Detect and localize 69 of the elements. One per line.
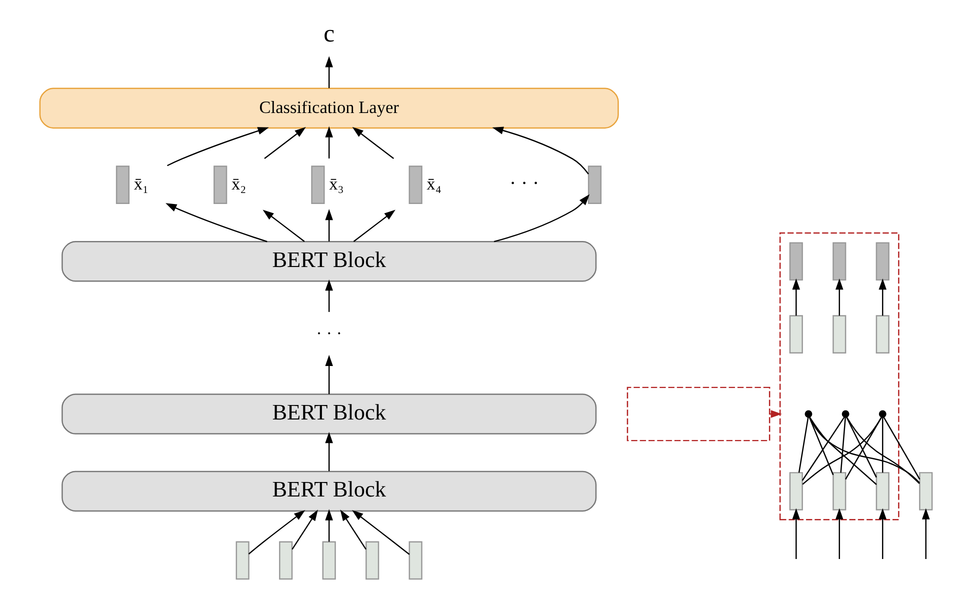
arrow [352, 127, 394, 159]
node-bar [366, 541, 380, 580]
node-box: BERT Block [62, 470, 597, 512]
node-bar [279, 541, 293, 580]
arrow [492, 126, 589, 174]
arrow [352, 510, 410, 555]
arrow [325, 354, 333, 394]
node-box: BERT Block [62, 394, 597, 434]
arrow [325, 509, 333, 542]
arrow [494, 194, 590, 242]
node-circle [804, 410, 812, 418]
arrow [248, 510, 306, 554]
node-bar [832, 242, 846, 281]
connector [808, 417, 920, 484]
connector [840, 417, 846, 473]
connector [846, 416, 920, 484]
node-box: Classification Layer [39, 88, 619, 129]
node-bar [832, 472, 846, 510]
connector [802, 416, 882, 485]
arrow [166, 127, 269, 166]
arrow [835, 508, 844, 559]
arrow [264, 127, 306, 159]
node-bar [919, 472, 933, 510]
node-circle [878, 410, 886, 418]
node-bar [322, 541, 336, 580]
node-text: · · · [316, 324, 342, 343]
node-label: x̄₂ [231, 174, 246, 194]
arrow [325, 432, 333, 472]
node-label: x̄₄ [426, 174, 442, 194]
node-label: x̄₃ [329, 174, 344, 194]
node-bar [588, 166, 602, 204]
arrow [835, 278, 844, 316]
arrow [353, 210, 396, 242]
label: · · · [510, 172, 540, 194]
node-bar [789, 315, 803, 354]
arrow [792, 508, 800, 559]
arrow [770, 410, 782, 418]
node-bar [876, 242, 890, 281]
connector [882, 417, 884, 473]
node-text: c [324, 20, 335, 48]
connector [798, 417, 809, 473]
arrow [922, 508, 930, 559]
arrow [325, 126, 333, 158]
arrow [878, 278, 887, 316]
node-label: x̄₁ [134, 174, 149, 194]
connector [883, 416, 920, 480]
connector [802, 416, 845, 481]
connector [845, 416, 882, 480]
node-bar [876, 472, 890, 510]
node-bar [789, 472, 803, 510]
arrow [340, 510, 366, 550]
arrow [325, 209, 333, 242]
node-bar [832, 315, 846, 354]
arrow [325, 56, 333, 88]
node-bar [876, 315, 890, 354]
node-circle [842, 410, 850, 418]
arrow [262, 210, 305, 242]
arrow [166, 203, 268, 242]
node-bar [789, 242, 803, 281]
node-box: BERT Block [62, 241, 597, 282]
connector [808, 417, 834, 476]
node-bar [408, 541, 422, 580]
arrow [292, 510, 318, 550]
arrow [792, 278, 800, 316]
connector [809, 416, 877, 485]
node-bar [236, 541, 250, 580]
arrow [325, 280, 333, 312]
arrow [878, 508, 887, 559]
connector [846, 416, 877, 478]
